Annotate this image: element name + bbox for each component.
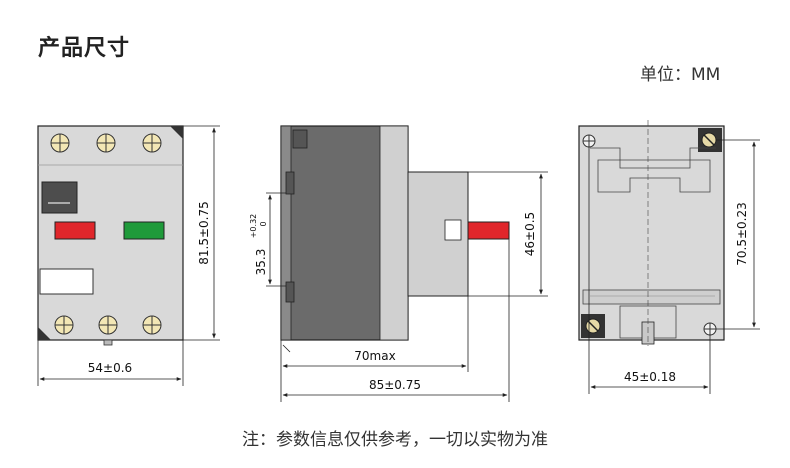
front-height-dim: 81.5±0.75 [197,201,211,265]
mounting-hole-icon [582,134,596,148]
terminal-screw-icon [98,315,118,335]
front-corner-top [170,126,183,139]
page-title: 产品尺寸 [38,36,131,61]
back-height-dim: 70.5±0.23 [735,202,749,266]
rail-dim-minus: 0 [259,221,268,226]
side-overall-dim: 85±0.75 [369,378,421,392]
mounting-hole-icon [703,322,717,336]
rail-dim-plus: +0.32 [249,214,258,239]
screw-icon [701,132,717,148]
start-button-green [123,221,165,240]
front-corner-bottom [38,327,51,340]
screw-icon [585,318,601,334]
back-housing [578,125,725,341]
terminal-screw-icon [142,315,162,335]
front-width-dim: 54±0.6 [88,361,132,375]
side-height-dim: 46±0.5 [523,212,537,256]
terminal-screw-icon [96,133,116,153]
back-width-dim: 45±0.18 [624,370,676,384]
rail-dim-main: 35.3 [254,249,268,276]
setting-dial [41,181,78,214]
back-view: 70.5±0.23 45±0.18 [578,120,760,394]
front-view: 81.5±0.75 54±0.6 [37,125,220,386]
side-red-button [467,221,510,240]
terminal-screw-icon [54,315,74,335]
terminal-screw-icon [142,133,162,153]
side-depth-dim: 70max [354,349,395,363]
terminal-screw-icon [50,133,70,153]
unit-label: 单位：MM [640,65,721,85]
nameplate-label [39,268,94,295]
side-view: 35.3 +0.32 0 46±0.5 70max 85±0.75 [249,125,548,402]
stop-button-red [54,221,96,240]
disclaimer-note: 注：参数信息仅供参考，一切以实物为准 [242,430,548,450]
